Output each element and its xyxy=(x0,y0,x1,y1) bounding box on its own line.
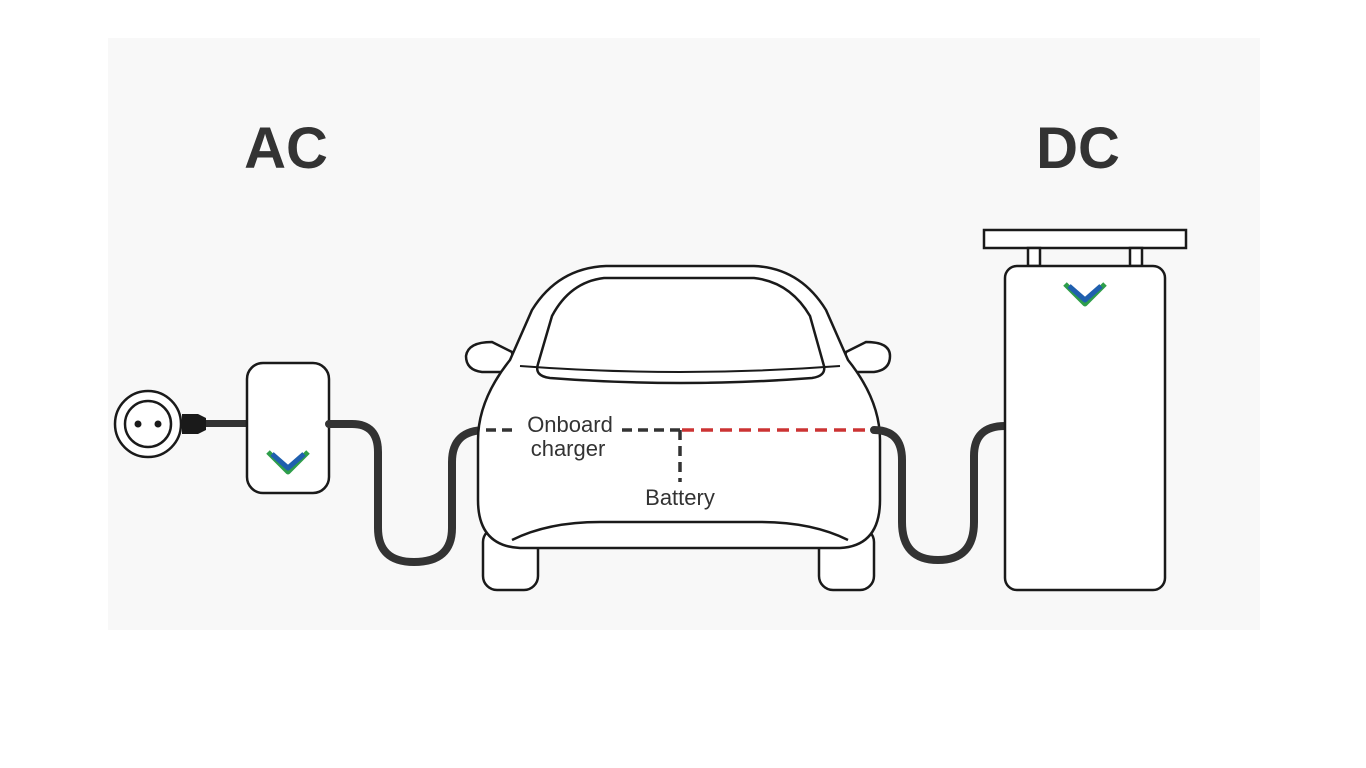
dc-title: DC xyxy=(1036,116,1120,181)
v-logo-icon xyxy=(266,450,310,475)
onboard-charger-label-line2: charger xyxy=(531,436,606,461)
ac-title: AC xyxy=(244,116,328,181)
dc-cable xyxy=(870,422,1009,565)
ac-cable xyxy=(325,420,490,567)
car-front xyxy=(464,264,892,592)
wall-socket-icon xyxy=(113,389,183,459)
battery-label: Battery xyxy=(645,485,715,510)
dc-charging-station xyxy=(982,228,1188,592)
ac-wallbox xyxy=(245,361,331,495)
plug-icon xyxy=(182,414,248,434)
onboard-charger-label-line1: Onboard xyxy=(527,412,613,437)
v-logo-icon xyxy=(1063,282,1107,307)
